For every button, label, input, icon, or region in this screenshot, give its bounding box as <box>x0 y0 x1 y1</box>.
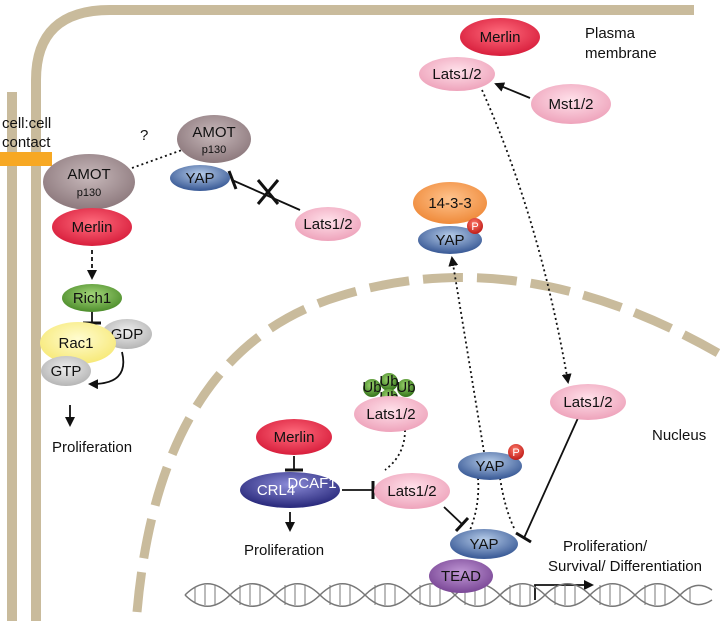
svg-text:Ub: Ub <box>396 379 415 396</box>
yap-export-dotted <box>448 256 485 453</box>
svg-text:Lats1/2: Lats1/2 <box>303 216 352 233</box>
question-mark: ? <box>140 127 148 144</box>
svg-text:AMOT: AMOT <box>192 124 235 141</box>
gtp: GTP <box>41 356 91 386</box>
outcome-label-1: Proliferation/ <box>563 538 648 555</box>
lats-ub: Lats1/2 <box>354 396 428 432</box>
phospho-badge-nuc: P <box>508 444 524 460</box>
nucleus-label: Nucleus <box>652 427 706 444</box>
amot-association-dotted <box>131 149 183 169</box>
cell-contact-label-2: contact <box>2 134 51 151</box>
mst-to-lats-arrow <box>494 82 531 99</box>
yap-p-to-yap-dotted-2 <box>499 477 516 531</box>
mst: Mst1/2 <box>531 84 611 124</box>
svg-text:AMOT: AMOT <box>67 166 110 183</box>
nuclear-membrane <box>132 272 720 613</box>
svg-text:Lats1/2: Lats1/2 <box>563 394 612 411</box>
svg-text:Merlin: Merlin <box>72 219 113 236</box>
lats-nuc: Lats1/2 <box>374 473 450 509</box>
yap-p-nuc: YAP <box>458 452 522 480</box>
svg-text:Ub: Ub <box>379 373 398 390</box>
lats-inhibited: Lats1/2 <box>295 207 361 241</box>
lats-right-yap-inhibition <box>523 417 579 539</box>
svg-text:Merlin: Merlin <box>480 29 521 46</box>
svg-text:p130: p130 <box>202 144 226 156</box>
svg-text:YAP: YAP <box>470 536 499 553</box>
svg-text:p130: p130 <box>77 187 101 199</box>
svg-text:Lats1/2: Lats1/2 <box>432 66 481 83</box>
rac1: Rac1 <box>40 322 116 364</box>
connectors <box>65 82 594 600</box>
proliferation-mid-label: Proliferation <box>244 542 324 559</box>
p1433: 14-3-3 <box>413 182 487 224</box>
tead: TEAD <box>429 559 493 593</box>
lats-right: Lats1/2 <box>550 384 626 420</box>
crl4: CRL4 DCAF1 <box>240 472 340 508</box>
phospho-badge-cyto: P <box>467 218 483 234</box>
plasma-membrane-label-1: Plasma <box>585 25 636 42</box>
merlin-left: Merlin <box>52 208 132 246</box>
proliferation-left-label: Proliferation <box>52 439 132 456</box>
plasma-membrane <box>7 5 694 621</box>
cell-contact-bar <box>0 152 52 166</box>
ubiquitin-dotted <box>384 429 406 471</box>
svg-text:YAP: YAP <box>476 458 505 475</box>
rich1: Rich1 <box>62 284 122 312</box>
lats-top: Lats1/2 <box>419 57 495 91</box>
yap-top: YAP <box>170 165 230 191</box>
transcription-arrow <box>534 580 594 600</box>
svg-text:14-3-3: 14-3-3 <box>428 195 471 212</box>
yap-p-cyto: YAP <box>418 226 482 254</box>
svg-text:Rich1: Rich1 <box>73 290 111 307</box>
svg-text:Lats1/2: Lats1/2 <box>387 483 436 500</box>
svg-text:Mst1/2: Mst1/2 <box>548 96 593 113</box>
svg-text:Lats1/2: Lats1/2 <box>366 406 415 423</box>
yap-p-to-yap-dotted-1 <box>469 477 480 531</box>
svg-text:GDP: GDP <box>111 326 144 343</box>
gdp-gtp-cycle-arrow <box>88 351 125 390</box>
svg-text:TEAD: TEAD <box>441 568 481 585</box>
svg-text:Ub: Ub <box>362 379 381 396</box>
svg-text:YAP: YAP <box>186 170 215 187</box>
svg-text:YAP: YAP <box>436 232 465 249</box>
svg-text:DCAF1: DCAF1 <box>287 475 336 492</box>
outcome-label-2: Survival/ Differentiation <box>548 558 702 575</box>
svg-text:Merlin: Merlin <box>274 429 315 446</box>
merlin-top: Merlin <box>460 18 540 56</box>
amot-left: AMOT p130 <box>43 154 135 210</box>
plasma-membrane-label-2: membrane <box>585 45 657 62</box>
yap-nuc: YAP <box>450 529 518 559</box>
cell-contact-label-1: cell:cell <box>2 115 51 132</box>
amot-top: AMOT p130 <box>177 115 251 163</box>
svg-text:P: P <box>471 221 478 233</box>
svg-text:CRL4: CRL4 <box>257 482 295 499</box>
lats-translocation-arrow <box>481 89 572 384</box>
svg-text:Rac1: Rac1 <box>58 335 93 352</box>
dna-helix <box>184 583 713 607</box>
lats-yap-nuc-inhibition <box>443 506 464 526</box>
svg-text:P: P <box>512 447 519 459</box>
merlin-nuc: Merlin <box>256 419 332 455</box>
svg-text:GTP: GTP <box>51 363 82 380</box>
